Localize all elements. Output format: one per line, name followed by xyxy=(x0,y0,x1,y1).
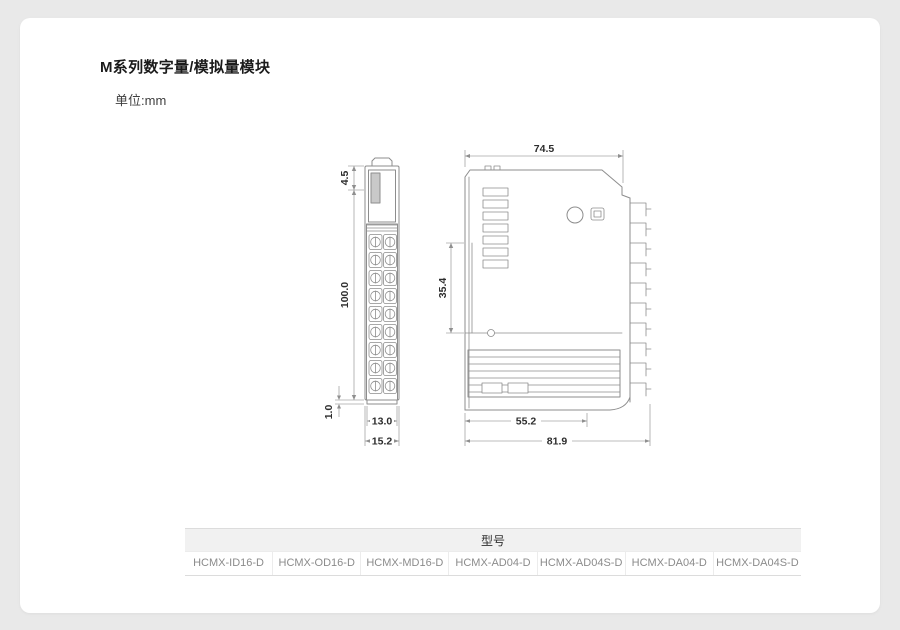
model-cell: HCMX-OD16-D xyxy=(273,552,362,575)
model-cell: HCMX-DA04-D xyxy=(626,552,714,575)
front-connector-frame xyxy=(368,169,396,223)
terminal-comb-teeth xyxy=(629,202,652,397)
dim-label-front-outer-width: 15.2 xyxy=(372,436,393,448)
side-dim-lines xyxy=(446,150,651,446)
ribbed-base-block xyxy=(467,349,621,398)
model-cell: HCMX-AD04-D xyxy=(449,552,538,575)
datasheet-card: M系列数字量/模拟量模块 单位:mm xyxy=(20,18,880,613)
model-cell: HCMX-MD16-D xyxy=(361,552,450,575)
status-window xyxy=(590,207,605,221)
model-cell: HCMX-AD04S-D xyxy=(538,552,626,575)
base-tab-1 xyxy=(481,382,503,394)
vent-slots xyxy=(482,187,509,269)
dim-label-front-body-height: 100.0 xyxy=(339,282,351,308)
front-base-strip xyxy=(366,399,398,405)
model-table-row: HCMX-ID16-D HCMX-OD16-D HCMX-MD16-D HCMX… xyxy=(185,552,801,575)
status-window-inner xyxy=(593,210,602,218)
front-connector-slot xyxy=(370,172,381,204)
dim-label-side-rail-height: 35.4 xyxy=(437,278,449,299)
dim-label-front-base-height: 1.0 xyxy=(323,405,335,420)
dim-label-side-body-depth: 55.2 xyxy=(516,416,537,428)
side-outline-left-top xyxy=(464,169,631,411)
front-top-latch xyxy=(371,157,393,167)
dim-label-front-inner-width: 13.0 xyxy=(372,416,393,428)
dim-label-side-top-width: 74.5 xyxy=(534,143,555,155)
dimension-drawing: 4.5 100.0 1.0 13.0 15.2 74.5 35.4 55.2 8… xyxy=(323,143,652,448)
dim-label-front-top-height: 4.5 xyxy=(339,171,351,186)
unit-label: 单位:mm xyxy=(115,93,167,108)
latch-pin xyxy=(487,329,495,337)
model-cell: HCMX-ID16-D xyxy=(185,552,274,575)
side-top-tab-1 xyxy=(484,165,492,171)
base-tab-2 xyxy=(507,382,529,394)
ribbed-base-lines xyxy=(467,356,621,393)
side-outline-bottom xyxy=(464,396,631,411)
mounting-hole xyxy=(566,206,584,224)
page-title: M系列数字量/模拟量模块 xyxy=(100,59,271,76)
front-view-module xyxy=(364,157,400,405)
side-top-tab-2 xyxy=(493,165,501,171)
side-view-module xyxy=(464,165,652,411)
front-divider-lines xyxy=(366,224,398,232)
dimension-lines xyxy=(335,150,651,446)
model-cell: HCMX-DA04S-D xyxy=(716,557,799,569)
dimension-arrows xyxy=(337,154,650,443)
dim-label-side-total-depth: 81.9 xyxy=(547,436,568,448)
terminal-grid xyxy=(368,234,397,394)
model-table: 型号 HCMX-ID16-D HCMX-OD16-D HCMX-MD16-D H… xyxy=(185,528,801,576)
dimension-labels: 4.5 100.0 1.0 13.0 15.2 74.5 35.4 55.2 8… xyxy=(323,143,572,448)
model-table-header: 型号 xyxy=(185,529,801,552)
